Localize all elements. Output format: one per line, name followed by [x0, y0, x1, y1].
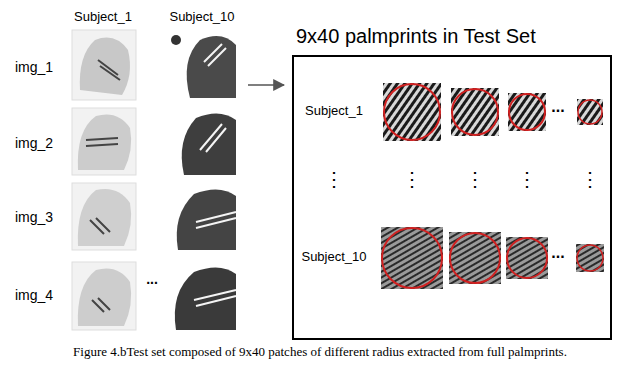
palmprint-thumbnail	[72, 108, 136, 175]
box-heading: 9x40 palmprints in Test Set	[296, 25, 536, 48]
row-label: Subject_1	[305, 104, 363, 118]
palmprint-thumbnail	[168, 30, 236, 100]
ellipsis: ...	[551, 98, 564, 116]
vertical-ellipsis: ⋮	[324, 168, 344, 190]
flow-arrow	[248, 84, 284, 86]
row-label: img_3	[15, 210, 53, 225]
palmprint-patch	[381, 227, 443, 289]
palmprint-patch	[506, 237, 548, 279]
ellipsis: ...	[146, 272, 158, 287]
figure-caption: Figure 4.bTest set composed of 9x40 patc…	[10, 344, 630, 360]
column-header: Subject_10	[169, 10, 234, 24]
palmprint-patch	[508, 93, 546, 131]
vertical-ellipsis: ⋮	[517, 168, 537, 190]
vertical-ellipsis: ⋮	[465, 168, 485, 190]
row-label: Subject_10	[301, 250, 366, 264]
vertical-ellipsis: ⋮	[402, 168, 422, 190]
palmprint-thumbnail	[168, 183, 236, 250]
palmprint-thumbnail	[72, 183, 136, 250]
palmprint-patch	[451, 88, 499, 136]
row-label: img_4	[15, 288, 53, 303]
vertical-ellipsis: ⋮	[580, 168, 600, 190]
palmprint-thumbnail	[72, 30, 136, 100]
palmprint-patch	[383, 83, 441, 141]
palmprint-patch	[576, 244, 604, 272]
palmprint-patch	[449, 232, 501, 284]
palmprint-patch	[577, 99, 603, 125]
test-set-box: 9x40 palmprints in Test Set	[292, 55, 612, 340]
row-label: img_2	[15, 136, 53, 151]
column-header: Subject_1	[74, 10, 132, 24]
palmprint-thumbnail	[72, 262, 136, 330]
palmprint-thumbnail	[168, 108, 236, 175]
ellipsis: ...	[551, 244, 564, 262]
palmprint-thumbnail	[168, 262, 236, 330]
row-label: img_1	[15, 60, 53, 75]
